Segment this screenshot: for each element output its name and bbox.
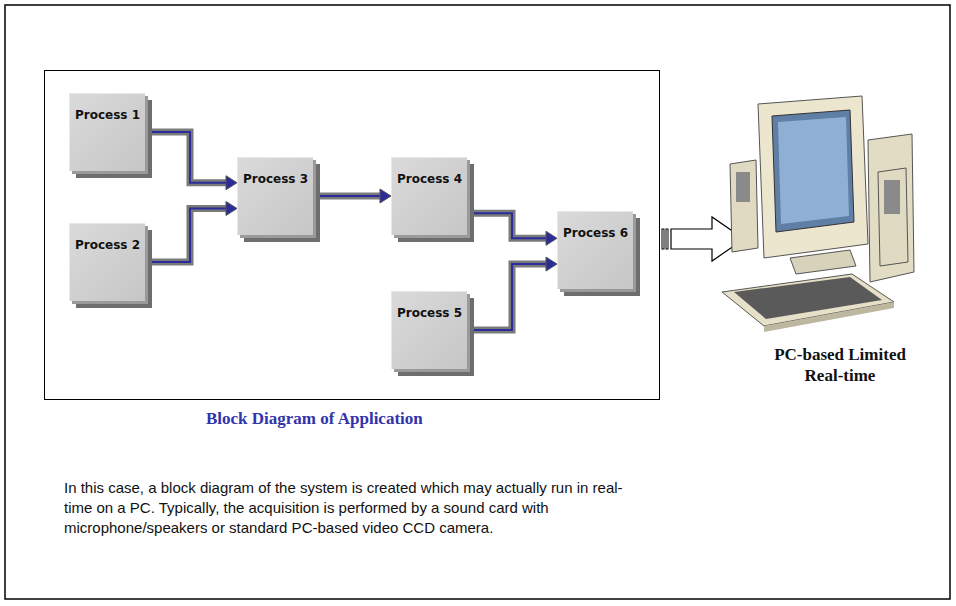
speaker-grille bbox=[736, 172, 750, 202]
application-block: Block Diagram of ApplicationProcess 1Pro… bbox=[44, 70, 660, 400]
monitor-screen bbox=[772, 110, 854, 232]
arrow-stripe bbox=[662, 229, 664, 249]
connector-line bbox=[467, 264, 547, 330]
speaker-grille bbox=[884, 180, 900, 214]
arrow-head bbox=[546, 231, 557, 245]
connector-line bbox=[467, 213, 547, 238]
connector-body bbox=[145, 132, 227, 183]
monitor-stand bbox=[790, 250, 856, 274]
process-label: Process 5 bbox=[392, 292, 467, 321]
pc-tower bbox=[868, 134, 914, 282]
block-title: Block Diagram of Application bbox=[206, 409, 423, 429]
process-label: Process 3 bbox=[238, 158, 313, 187]
flow-connector bbox=[145, 201, 237, 262]
caption-text: In this case, a block diagram of the sys… bbox=[64, 478, 639, 538]
pc-illustration bbox=[722, 96, 914, 332]
arrow-head bbox=[226, 201, 237, 215]
monitor-body bbox=[758, 96, 868, 258]
process-label: Process 6 bbox=[558, 212, 633, 241]
connector-line bbox=[145, 208, 227, 262]
process-box: Process 6 bbox=[557, 211, 633, 289]
process-box: Process 1 bbox=[69, 93, 145, 171]
connector-body bbox=[467, 213, 547, 238]
flow-connector bbox=[145, 132, 237, 190]
flow-connector bbox=[467, 257, 557, 330]
process-label: Process 2 bbox=[70, 224, 145, 253]
arrow-head bbox=[546, 257, 557, 271]
right-speaker bbox=[878, 168, 908, 266]
flow-connector bbox=[313, 189, 391, 203]
process-box: Process 3 bbox=[237, 157, 313, 235]
process-box: Process 4 bbox=[391, 157, 467, 235]
arrow-stripe bbox=[666, 229, 668, 249]
process-box: Process 2 bbox=[69, 223, 145, 301]
flow-connector bbox=[467, 213, 557, 245]
process-box: Process 5 bbox=[391, 291, 467, 369]
connector-line bbox=[145, 132, 227, 183]
connector-body bbox=[145, 208, 227, 262]
connector-body bbox=[313, 193, 381, 200]
page-frame bbox=[5, 5, 950, 599]
process-label: Process 4 bbox=[392, 158, 467, 187]
arrow-head bbox=[380, 189, 391, 203]
screen-glare bbox=[778, 117, 849, 224]
process-label: Process 1 bbox=[70, 94, 145, 123]
arrow-head bbox=[226, 176, 237, 190]
connector-body bbox=[467, 264, 547, 330]
pc-label: PC-based Limited Real-time bbox=[762, 344, 918, 386]
left-speaker bbox=[730, 160, 758, 252]
connector-line bbox=[313, 195, 381, 197]
keyboard-edge bbox=[764, 302, 894, 332]
